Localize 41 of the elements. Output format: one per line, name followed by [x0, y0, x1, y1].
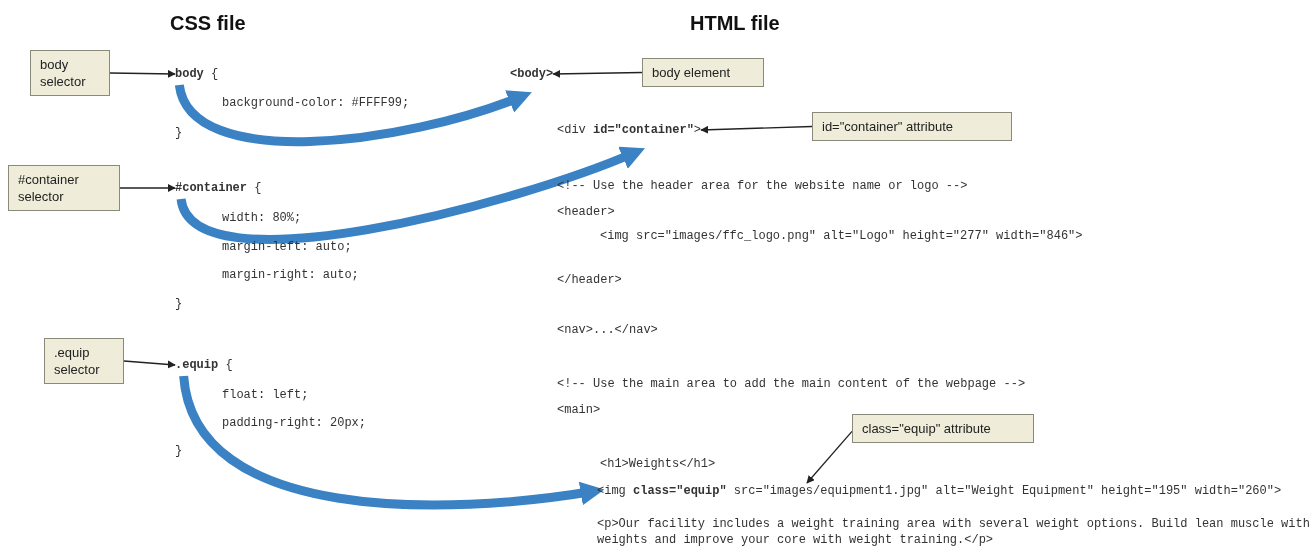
callout-label: #container selector — [8, 165, 120, 211]
code-line: margin-left: auto; — [222, 239, 352, 255]
callout-label: body element — [642, 58, 764, 87]
code-line: padding-right: 20px; — [222, 415, 367, 431]
callout-label: class="equip" attribute — [852, 414, 1034, 443]
callout-label: id="container" attribute — [812, 112, 1012, 141]
column-heading: CSS file — [170, 12, 246, 35]
code-line: background-color: #FFFF99; — [222, 95, 410, 111]
code-line: width: 80%; — [222, 210, 302, 226]
arrow — [109, 69, 176, 78]
code-line: } — [175, 125, 183, 141]
code-line: <img src="images/ffc_logo.png" alt="Logo" height="277" width="846"> — [600, 228, 1084, 244]
code-line: float: left; — [222, 387, 309, 403]
curved-arrow — [179, 375, 605, 510]
arrow — [700, 125, 813, 134]
code-line: <body> — [510, 66, 554, 82]
callout-label: .equip selector — [44, 338, 124, 384]
arrow — [123, 360, 176, 369]
curved-arrow — [176, 146, 646, 244]
code-line: <header> — [557, 204, 615, 220]
code-line: <p>Our facility includes a weight training area with several weight options. Build lean muscle with weights and improve your core with weight training.</p> — [597, 516, 1311, 548]
code-line: } — [175, 296, 183, 312]
code-line: <!-- Use the main area to add the main content of the webpage --> — [557, 376, 1026, 392]
arrow — [806, 430, 853, 484]
code-line: .equip { — [175, 357, 233, 373]
code-line: </header> — [557, 272, 622, 288]
code-line: <nav>...</nav> — [557, 322, 658, 338]
code-line: <div id="container"> — [557, 122, 702, 138]
code-line: <h1>Weights</h1> — [600, 456, 716, 472]
arrow — [119, 184, 176, 192]
curved-arrow — [175, 83, 532, 146]
column-heading: HTML file — [690, 12, 780, 35]
code-line: body { — [175, 66, 219, 82]
code-line: margin-right: auto; — [222, 267, 359, 283]
arrow — [552, 69, 643, 78]
code-line: #container { — [175, 180, 262, 196]
code-line: } — [175, 443, 183, 459]
code-line: <!-- Use the header area for the website name or logo --> — [557, 178, 968, 194]
code-line: <img class="equip" src="images/equipment1.jpg" alt="Weight Equipment" height="195" width="260"> — [597, 483, 1297, 499]
code-line: <main> — [557, 402, 601, 418]
callout-label: body selector — [30, 50, 110, 96]
